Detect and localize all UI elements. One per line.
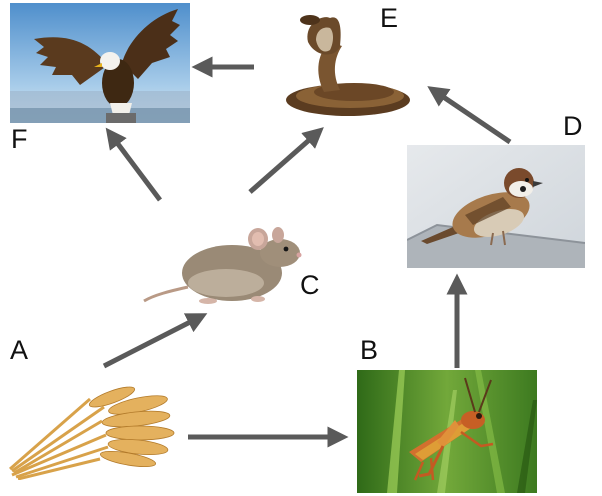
arrow-c-to-f <box>112 136 160 200</box>
label-a: A <box>10 337 28 364</box>
label-d: D <box>563 113 583 140</box>
label-e: E <box>380 5 398 32</box>
label-f: F <box>11 126 28 153</box>
arrow-c-to-e <box>250 134 316 192</box>
label-c: C <box>300 272 320 299</box>
label-b: B <box>360 337 378 364</box>
arrow-a-to-c <box>104 318 198 366</box>
arrow-d-to-e <box>436 92 510 142</box>
